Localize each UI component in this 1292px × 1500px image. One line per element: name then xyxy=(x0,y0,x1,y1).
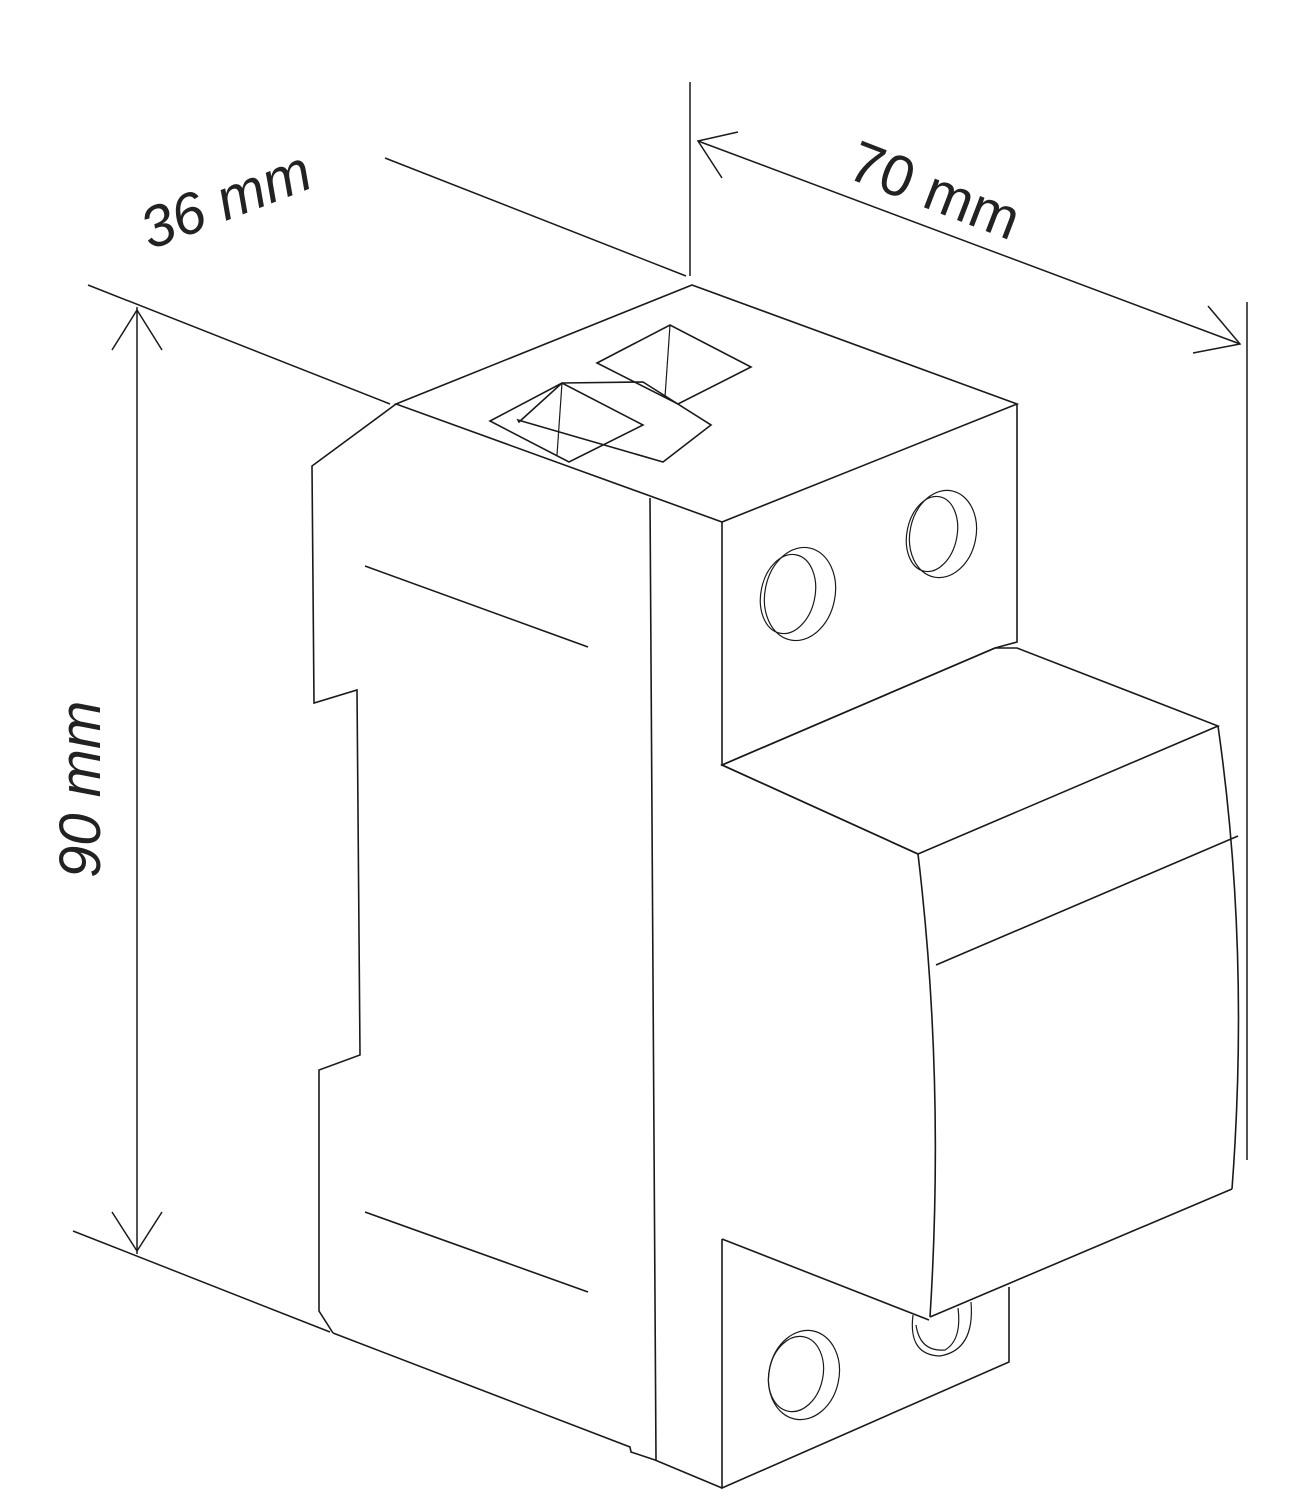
depth-dimension-line xyxy=(697,140,1241,345)
terminal-opening-2-outline xyxy=(595,324,753,405)
front-split-line xyxy=(649,497,657,1461)
depth-arrow-left-icon xyxy=(696,131,739,179)
front-cover-right-edge xyxy=(1217,725,1240,1190)
height-arrow-top-icon xyxy=(111,308,163,351)
height-extension-line-top xyxy=(87,284,391,405)
device-body xyxy=(311,284,1240,1490)
lower-screw-hole-2-partial xyxy=(911,1301,973,1357)
depth-arrow-right-icon xyxy=(1192,305,1242,354)
front-cover-left-edge xyxy=(917,853,937,1318)
lower-terminal-face xyxy=(721,1239,1010,1490)
left-profile xyxy=(311,403,397,1334)
height-arrow-bottom-icon xyxy=(111,1211,163,1253)
front-cover-bottom-edge xyxy=(929,1188,1233,1318)
width-dimension-label: 36 mm xyxy=(131,138,320,262)
dimension-depth: 70 mm xyxy=(689,82,1248,1160)
height-extension-line-bottom xyxy=(72,1230,331,1333)
width-extension-line xyxy=(384,157,687,277)
terminal-opening-2-edge xyxy=(664,324,671,398)
height-dimension-label: 90 mm xyxy=(48,701,113,878)
bottom-edge xyxy=(332,1332,723,1489)
terminal-opening-1-outline xyxy=(488,382,645,463)
front-cover-face-split xyxy=(935,835,1239,966)
lower-recess-line xyxy=(364,1211,589,1293)
lower-terminal-top-edge xyxy=(721,1238,930,1321)
front-cover-side-bottom xyxy=(721,764,919,855)
top-face xyxy=(393,284,1020,523)
dimension-width: 36 mm xyxy=(131,138,687,277)
upper-recess-line xyxy=(364,565,589,648)
dimension-height: 90 mm xyxy=(48,284,391,1333)
lower-screw-hole-1 xyxy=(767,1329,841,1421)
upper-screw-hole-2 xyxy=(905,489,978,579)
lower-screw-hole-2-inner xyxy=(915,1307,960,1351)
depth-dimension-label: 70 mm xyxy=(840,128,1029,252)
upper-screw-hole-1 xyxy=(759,546,837,642)
front-cover-top-face xyxy=(720,647,1221,855)
terminal-opening-1-edge xyxy=(556,382,563,456)
